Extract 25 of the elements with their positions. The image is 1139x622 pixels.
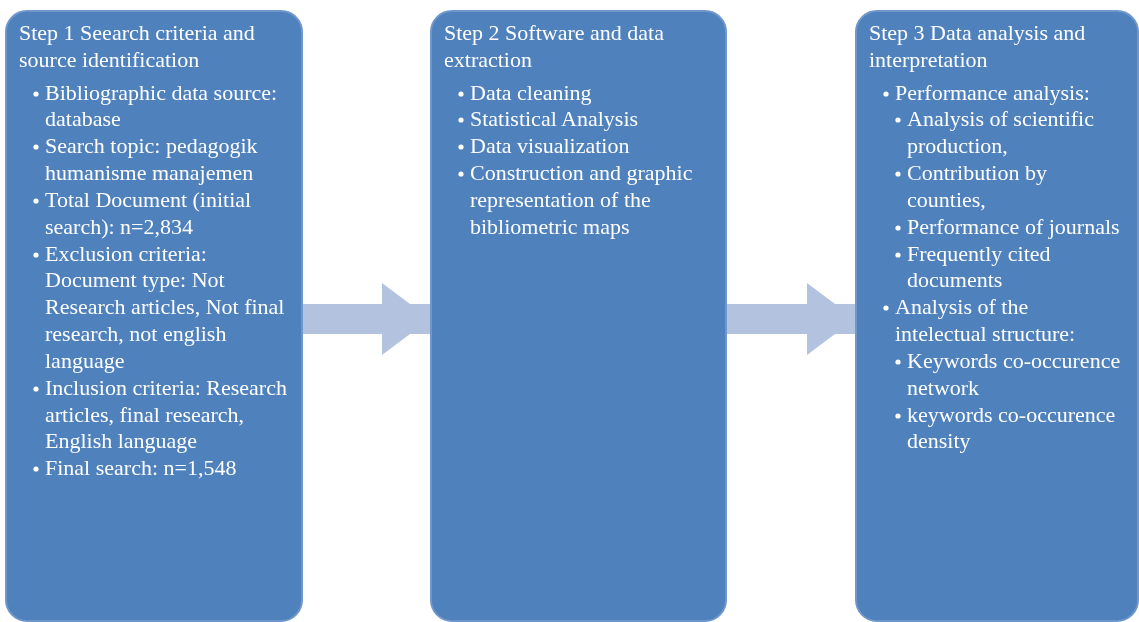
process-box xyxy=(5,10,303,622)
bullet-text: Exclusion criteria: Document type: Not Research articles, Not final research, not english language xyxy=(45,240,285,373)
step-heading: Step 1 Seearch criteria and source identification xyxy=(19,20,256,74)
bullet-text: Contribution by counties, xyxy=(907,160,1047,212)
bullet-text: Performance analysis: xyxy=(895,79,1090,105)
bullet-text: Performance of journals xyxy=(907,213,1120,239)
bullet-text: Total Document (initial search): n=2,834 xyxy=(45,186,252,239)
bullet-text: Frequently cited documents xyxy=(907,240,1051,293)
step-heading: Step 2 Software and data extraction xyxy=(444,20,665,74)
bullet-text: Inclusion criteria: Research articles, final research, English language xyxy=(45,374,287,454)
bullet-text: Analysis of the intelectual structure: xyxy=(895,294,1076,347)
bullet-text: Construction and graphic representation of the bibliometric maps xyxy=(470,160,693,239)
bullet-text: Analysis of scientific production, xyxy=(907,106,1094,159)
bullet-text: Statistical Analysis xyxy=(470,106,639,132)
step-heading: Step 3 Data analysis and interpretation xyxy=(869,20,1087,74)
arrow xyxy=(303,283,430,355)
bullet-text: keywords co-occurence density xyxy=(907,401,1116,454)
bullet-text: Final search: n=1,548 xyxy=(45,455,237,481)
process-box xyxy=(855,10,1139,622)
bullet-text: Search topic: pedagogik humanisme manajemen xyxy=(45,133,258,186)
bullet-text: Data cleaning xyxy=(470,79,592,105)
bullet-text: Bibliographic data source: database xyxy=(45,79,278,132)
process-box xyxy=(430,10,727,622)
bullet-text: Data visualization xyxy=(470,133,630,159)
arrow xyxy=(727,283,855,355)
